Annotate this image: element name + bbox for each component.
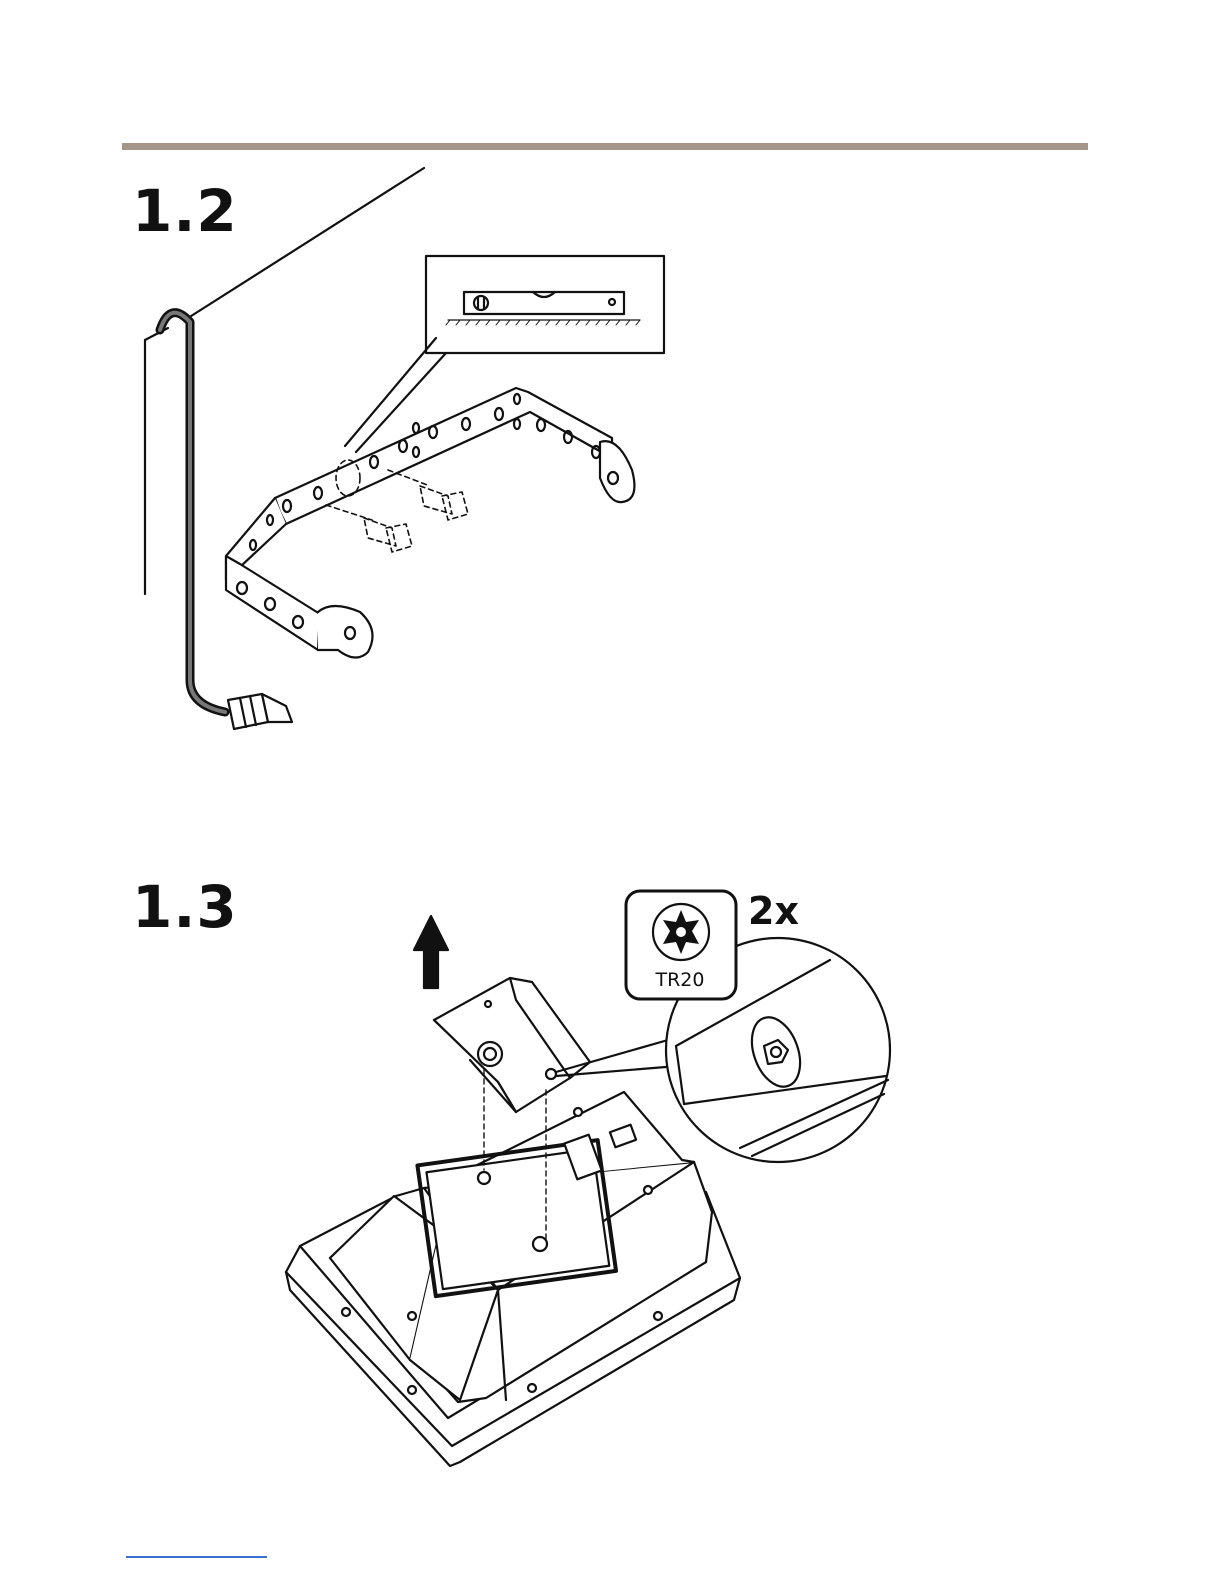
tool-size-label: TR20	[648, 971, 712, 990]
lift-arrow-icon	[414, 916, 448, 988]
device-housing	[286, 1092, 740, 1466]
quantity-label: 2x	[748, 892, 799, 930]
device-cover	[434, 978, 590, 1112]
footer-link-underline[interactable]	[126, 1556, 267, 1558]
